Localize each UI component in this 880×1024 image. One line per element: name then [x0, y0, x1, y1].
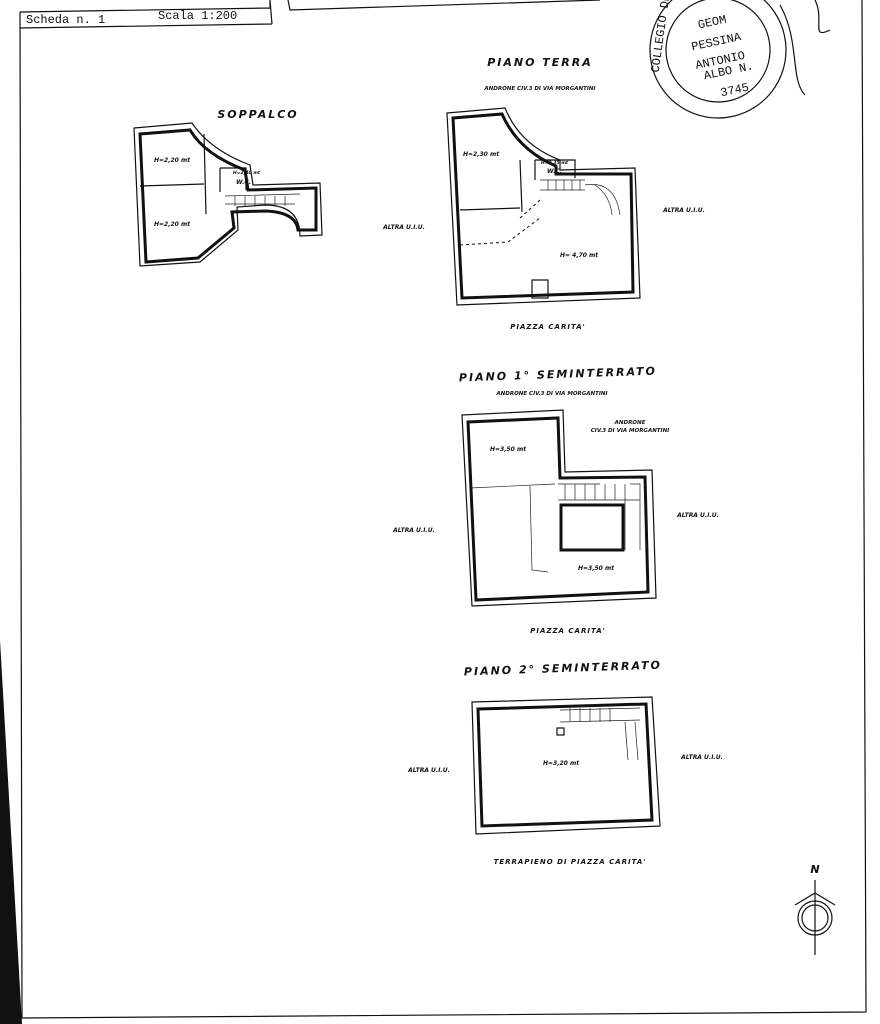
plan-piano-terra: PIANO TERRA ANDRONE CIV.3 DI VIA MORGANT… — [382, 56, 705, 331]
svg-text:COLLEGIO DEI GEOMETRI DI NAPOL: COLLEGIO DEI GEOMETRI DI NAPOLI — [649, 0, 694, 73]
svg-text:W.C.: W.C. — [547, 168, 562, 175]
north-arrow-icon: N — [794, 863, 836, 955]
header-box: Scheda n. 1 Scala 1:200 — [19, 0, 601, 29]
svg-text:PIANO TERRA: PIANO TERRA — [487, 56, 593, 69]
svg-text:ANDRONE: ANDRONE — [614, 420, 646, 426]
svg-text:PIAZZA CARITA': PIAZZA CARITA' — [530, 627, 606, 635]
svg-text:GEOM: GEOM — [697, 13, 728, 33]
plan-piano-2-seminterrato: PIANO 2° SEMINTERRATO H=3,20 mt ALTRA U.… — [407, 659, 723, 866]
scan-shadow — [0, 640, 22, 1024]
svg-text:PIAZZA CARITA': PIAZZA CARITA' — [510, 323, 586, 331]
stamp: GEOM PESSINA ANTONIO ALBO N. 3745 COLLEG… — [649, 0, 787, 119]
signature — [779, 0, 831, 96]
sheet-number: Scheda n. 1 — [26, 13, 105, 27]
scale-label: Scala 1:200 — [158, 9, 237, 23]
svg-text:H=2,30 mt: H=2,30 mt — [463, 151, 500, 158]
svg-text:ALTRA U.I.U.: ALTRA U.I.U. — [680, 754, 723, 761]
svg-text:H=3,50 mt: H=3,50 mt — [490, 446, 527, 453]
svg-text:PIANO 2° SEMINTERRATO: PIANO 2° SEMINTERRATO — [464, 659, 662, 679]
svg-text:H=2,40 mt: H=2,40 mt — [233, 170, 261, 176]
svg-text:H= 4,70 mt: H= 4,70 mt — [560, 252, 599, 259]
svg-text:ANDRONE CIV.3 DI VIA MORGANTIN: ANDRONE CIV.3 DI VIA MORGANTINI — [483, 86, 595, 92]
svg-text:H=3,50 mt: H=3,50 mt — [578, 565, 615, 572]
svg-text:H=2,35 mt: H=2,35 mt — [541, 160, 569, 166]
svg-text:ALTRA U.I.U.: ALTRA U.I.U. — [662, 207, 705, 214]
svg-text:ALTRA U.I.U.: ALTRA U.I.U. — [392, 527, 435, 534]
page-border — [19, 0, 867, 1019]
svg-text:ANDRONE CIV.3 DI VIA MORGANTIN: ANDRONE CIV.3 DI VIA MORGANTINI — [495, 391, 607, 397]
plan-piano-1-seminterrato: PIANO 1° SEMINTERRATO ANDRONE CIV.3 DI V… — [392, 365, 719, 635]
svg-text:3745: 3745 — [719, 81, 750, 101]
svg-text:H=2,20 mt: H=2,20 mt — [154, 221, 191, 228]
svg-text:H=3,20 mt: H=3,20 mt — [543, 760, 580, 767]
svg-text:TERRAPIENO DI PIAZZA CARITA': TERRAPIENO DI PIAZZA CARITA' — [494, 858, 647, 866]
svg-text:CIV.3 DI VIA MORGANTINI: CIV.3 DI VIA MORGANTINI — [591, 428, 670, 434]
plan-soppalco: SOPPALCO H=2,20 mt H=2,20 mt H=2,40 mt W… — [133, 108, 323, 267]
svg-text:ALTRA U.I.U.: ALTRA U.I.U. — [407, 767, 450, 774]
svg-text:W.C.: W.C. — [236, 179, 251, 186]
svg-text:SOPPALCO: SOPPALCO — [217, 108, 298, 121]
svg-text:ALTRA U.I.U.: ALTRA U.I.U. — [676, 512, 719, 519]
svg-text:H=2,20 mt: H=2,20 mt — [154, 157, 191, 164]
svg-text:N: N — [810, 863, 819, 876]
svg-text:ALTRA U.I.U.: ALTRA U.I.U. — [382, 224, 425, 231]
svg-text:PIANO 1° SEMINTERRATO: PIANO 1° SEMINTERRATO — [459, 365, 657, 385]
